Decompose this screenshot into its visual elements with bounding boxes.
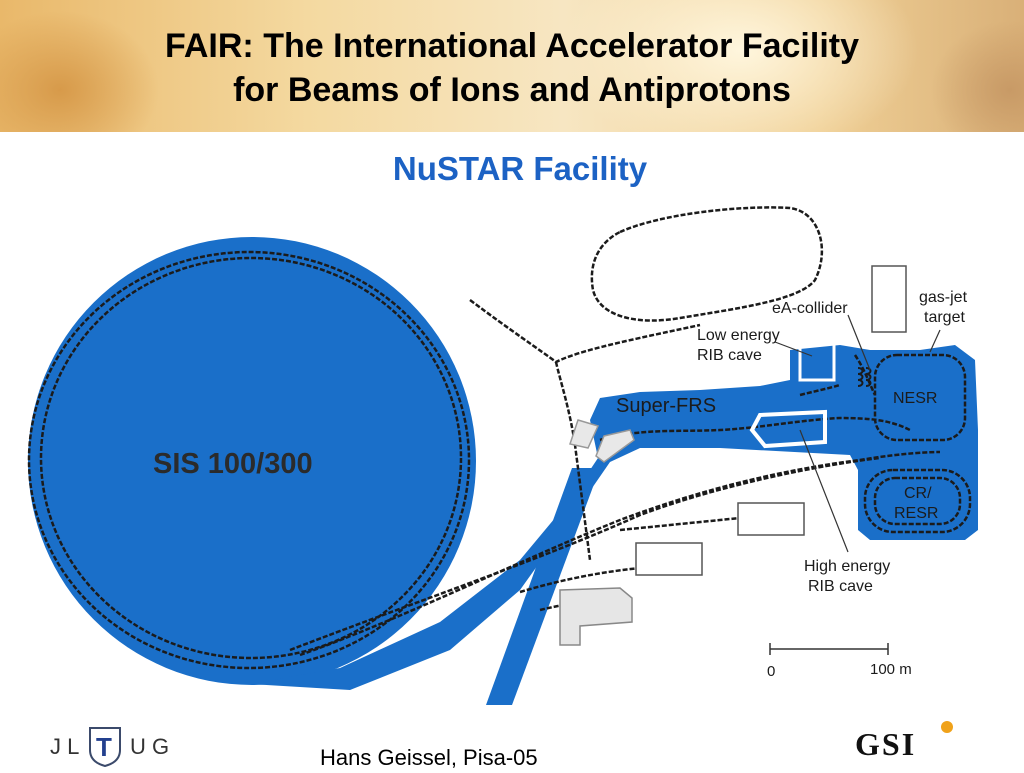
building-right <box>737 502 805 536</box>
lower-transfer-line-b <box>289 456 881 652</box>
slide-title: FAIR: The International Accelerator Faci… <box>0 24 1024 112</box>
sis-label: SIS 100/300 <box>153 448 313 480</box>
buildings <box>559 265 907 646</box>
sis-ring-area <box>28 237 476 685</box>
gas-jet-label-line-1: gas-jet <box>919 289 968 306</box>
gas-jet-leader <box>929 329 941 353</box>
upper-transfer-line <box>469 298 701 364</box>
scale-zero-label: 0 <box>767 663 775 680</box>
building-middle <box>635 542 703 576</box>
high-energy-cave <box>749 409 827 449</box>
title-line-1: FAIR: The International Accelerator Faci… <box>164 27 859 65</box>
target-building-2 <box>595 429 635 463</box>
banner-glow <box>560 0 920 132</box>
gsi-logo-text: GSI <box>855 726 916 762</box>
logo-left-text-2: U G <box>130 734 169 759</box>
sis300-ring <box>39 256 463 660</box>
gas-jet-label-line-2: target <box>924 309 965 326</box>
vertical-transfer-line <box>554 361 592 561</box>
scale-end-label: 100 m <box>870 661 912 678</box>
nesr-label: NESR <box>893 390 937 407</box>
low-energy-leader <box>774 341 813 357</box>
gsi-logo: GSI <box>855 718 965 769</box>
jltug-logo: J L T U G <box>50 722 190 773</box>
slide-subtitle: NuSTAR Facility <box>392 150 648 187</box>
gas-jet-building <box>871 265 907 333</box>
cave-feed-line-1 <box>519 566 641 594</box>
scale-bar <box>769 643 889 655</box>
ea-leader <box>847 314 871 371</box>
cave-feed-line-3 <box>619 516 741 532</box>
super-frs-branch-area <box>250 345 978 690</box>
high-energy-label-line-1: High energy <box>804 558 890 575</box>
cr-label-line-1: CR/ <box>904 485 932 502</box>
high-energy-leader <box>799 429 849 553</box>
cr-ring-inner <box>873 476 962 526</box>
ea-collider-line <box>853 354 877 396</box>
super-frs-label: Super-FRS <box>616 395 716 417</box>
nesr-ring <box>873 353 967 442</box>
title-line-2: for Beams of Ions and Antiprotons <box>233 71 791 109</box>
low-energy-cave <box>798 330 836 382</box>
storage-ring-top <box>590 206 824 322</box>
author-credit: Hans Geissel, Pisa-05 <box>320 745 538 770</box>
target-building-1 <box>569 419 600 449</box>
ea-collider-label: eA-collider <box>772 300 848 317</box>
cr-ring-outer <box>863 468 972 534</box>
logo-left-mark: T <box>96 732 112 762</box>
low-energy-label-line-2: RIB cave <box>697 347 762 364</box>
gsi-dot-icon <box>941 721 953 733</box>
shield-icon <box>89 727 121 768</box>
building-lower <box>559 587 633 646</box>
logo-left-text-1: J L <box>50 734 79 759</box>
cr-label-line-2: RESR <box>894 505 938 522</box>
super-frs-line <box>599 416 911 442</box>
low-energy-label-line-1: Low energy <box>697 327 780 344</box>
beamlines <box>27 206 972 670</box>
sis100-ring <box>27 250 471 670</box>
low-energy-line <box>799 383 841 397</box>
leader-lines <box>774 314 941 553</box>
header-banner <box>0 0 1024 132</box>
collider-coil <box>857 367 872 387</box>
high-energy-label-line-2: RIB cave <box>808 578 873 595</box>
